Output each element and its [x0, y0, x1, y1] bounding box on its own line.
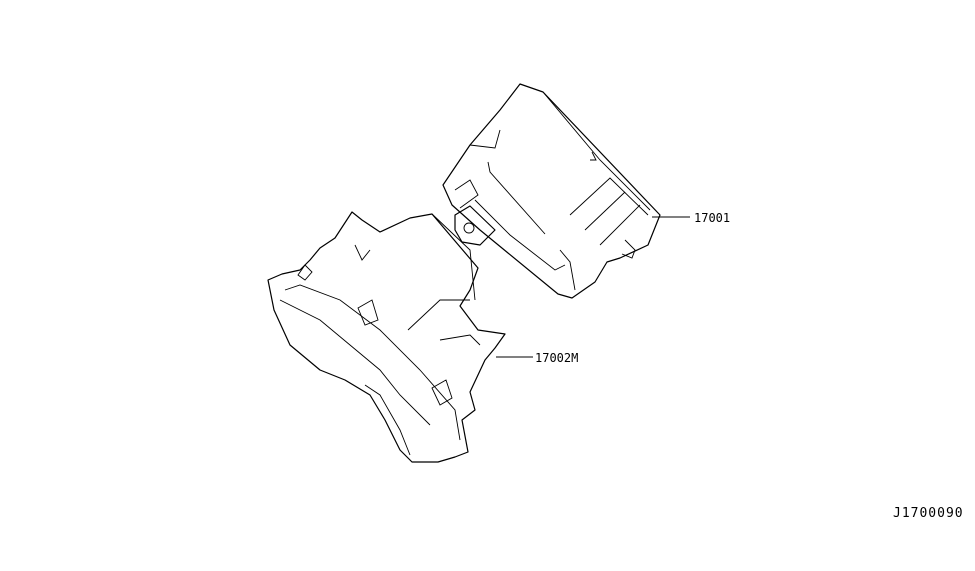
part-17002M-drawing[interactable] [267, 211, 506, 463]
diagram-id-code: J1700090 [893, 506, 964, 521]
part-label-17001[interactable]: 17001 [694, 211, 731, 225]
part-17001-drawing[interactable] [442, 83, 661, 299]
part-label-17002M[interactable]: 17002M [535, 351, 579, 365]
